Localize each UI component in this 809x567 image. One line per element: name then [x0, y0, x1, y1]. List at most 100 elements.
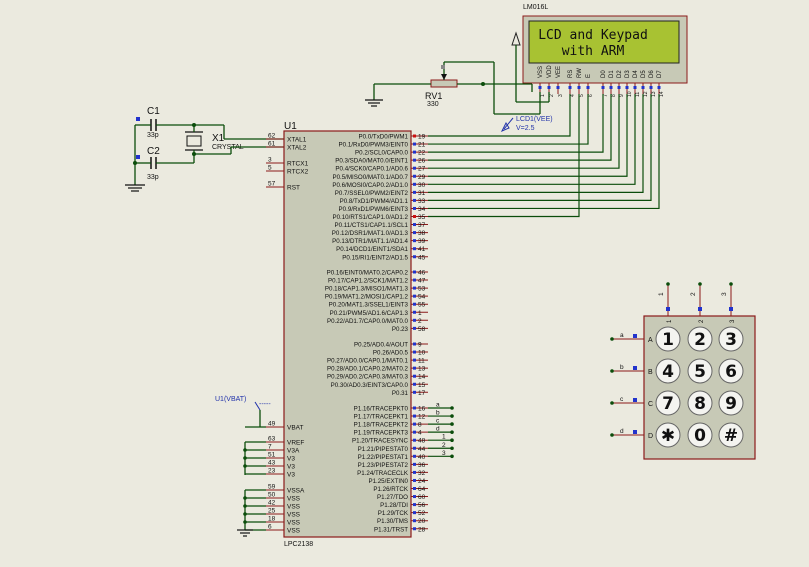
- u1-right-pin-marker[interactable]: [413, 318, 416, 322]
- u1-right-pin-marker[interactable]: [413, 511, 416, 515]
- u1-right-pin-marker[interactable]: [413, 350, 416, 354]
- lcd-pin-marker[interactable]: [633, 86, 637, 89]
- lcd-pin-marker[interactable]: [547, 86, 551, 89]
- u1-right-pin-marker[interactable]: [413, 142, 416, 146]
- keypad-key[interactable]: [687, 358, 713, 384]
- u1-right-pin-marker[interactable]: [413, 374, 416, 378]
- u1-right-pin-marker[interactable]: [413, 382, 416, 386]
- potentiometer-rv1[interactable]: RV1 330: [425, 62, 458, 108]
- mcu-u1[interactable]: U1 LPC2138 62XTAL161XTAL23RTCX15RTCX257R…: [245, 121, 428, 548]
- keypad-row-marker[interactable]: [633, 334, 637, 338]
- keypad-col-marker[interactable]: [666, 307, 670, 311]
- keypad-key[interactable]: [655, 390, 681, 416]
- lcd-pin-marker[interactable]: [601, 86, 605, 89]
- keypad-key[interactable]: [687, 422, 713, 448]
- capacitor-c1[interactable]: C1 33p: [136, 106, 160, 139]
- u1-right-pin-marker[interactable]: [413, 462, 416, 466]
- lcd-pin-marker[interactable]: [649, 86, 653, 89]
- u1-right-pin-marker[interactable]: [413, 286, 416, 290]
- lcd-pin-marker[interactable]: [538, 86, 542, 89]
- u1-right-pin-marker[interactable]: [413, 503, 416, 507]
- u1-right-pin-marker[interactable]: [413, 150, 416, 154]
- keypad-row-marker[interactable]: [633, 366, 637, 370]
- keypad-row-marker[interactable]: [633, 430, 637, 434]
- u1-right-pin-marker[interactable]: [413, 454, 416, 458]
- keypad-key[interactable]: [718, 326, 744, 352]
- u1-right-pin-marker[interactable]: [413, 166, 416, 170]
- u1-right-pin-marker[interactable]: [413, 158, 416, 162]
- lcd-pin-marker[interactable]: [617, 86, 621, 89]
- u1-right-pin-marker[interactable]: [413, 414, 416, 418]
- lcd-pin-marker[interactable]: [577, 86, 581, 89]
- u1-right-pin-marker[interactable]: [413, 294, 416, 298]
- u1-right-pin-marker[interactable]: [413, 527, 416, 531]
- lcd-pin-marker[interactable]: [657, 86, 661, 89]
- keypad-key[interactable]: [655, 326, 681, 352]
- u1-right-pin-marker[interactable]: [413, 470, 416, 474]
- keypad-key[interactable]: [687, 390, 713, 416]
- keypad-key[interactable]: [655, 358, 681, 384]
- lcd-pin-marker[interactable]: [586, 86, 590, 89]
- lcd-module[interactable]: LM016L LCD and Keypad with ARM VSS1VDD2V…: [522, 4, 688, 97]
- u1-right-pin-marker[interactable]: [413, 519, 416, 523]
- u1-right-pin-marker[interactable]: [413, 358, 416, 362]
- vee-voltage-probe[interactable]: LCD1(VEE) V=2.5: [500, 116, 553, 132]
- lcd-pin-number: 12: [643, 91, 649, 97]
- keypad-key[interactable]: [718, 358, 744, 384]
- u1-right-pin-marker[interactable]: [413, 326, 416, 330]
- u1-right-pin-marker[interactable]: [413, 247, 416, 251]
- keypad-key[interactable]: [687, 326, 713, 352]
- u1-right-pin-name: P0.1/RxD0/PWM3/EINT0: [339, 142, 409, 149]
- u1-right-pin-marker[interactable]: [413, 206, 416, 210]
- lcd-pin-marker[interactable]: [641, 86, 645, 89]
- u1-right-pin-marker[interactable]: [413, 430, 416, 434]
- u1-right-pin-name: P0.13/DTR1/MAT1.1/AD1.4: [332, 238, 408, 245]
- keypad-row-marker[interactable]: [633, 398, 637, 402]
- lcd-pin-marker[interactable]: [556, 86, 560, 89]
- u1-right-pin-marker[interactable]: [413, 255, 416, 259]
- u1-right-pin-number: 37: [418, 222, 426, 229]
- u1-right-pin-marker[interactable]: [413, 239, 416, 243]
- u1-right-pin-marker[interactable]: [413, 342, 416, 346]
- lcd-pin-marker[interactable]: [609, 86, 613, 89]
- u1-right-pin-marker[interactable]: [413, 302, 416, 306]
- u1-right-pin-marker[interactable]: [413, 198, 416, 202]
- u1-right-pin-marker[interactable]: [413, 406, 416, 410]
- u1-left-pin-number: 63: [268, 436, 276, 443]
- u1-right-pin-marker[interactable]: [413, 174, 416, 178]
- u1-right-pin-marker[interactable]: [413, 310, 416, 314]
- u1-right-pin-marker[interactable]: [413, 446, 416, 450]
- crystal-x1[interactable]: X1 CRYSTAL: [185, 131, 244, 151]
- u1-left-pin-name: VSS: [287, 520, 301, 527]
- u1-right-pin-number: 9: [418, 342, 422, 349]
- vbat-voltage-probe[interactable]: U1(VBAT) -----: [215, 396, 271, 427]
- u1-right-pin-marker[interactable]: [413, 438, 416, 442]
- lcd-pin-marker[interactable]: [568, 86, 572, 89]
- u1-right-pin-marker[interactable]: [413, 390, 416, 394]
- u1-right-pin-marker[interactable]: [413, 487, 416, 490]
- u1-right-pin-marker[interactable]: [413, 278, 416, 282]
- u1-right-pin-marker[interactable]: [413, 270, 416, 274]
- u1-left-pin-number: 42: [268, 500, 276, 507]
- u1-right-pin-marker[interactable]: [413, 495, 416, 499]
- u1-right-pin-marker[interactable]: [413, 478, 416, 482]
- u1-right-pin-marker[interactable]: [413, 182, 416, 186]
- u1-right-pin-marker[interactable]: [413, 223, 416, 227]
- keypad-key[interactable]: [718, 422, 744, 448]
- u1-right-pin-marker[interactable]: [413, 215, 416, 218]
- keypad-col-marker[interactable]: [729, 307, 733, 311]
- u1-right-pin-name: P1.22/PIPESTAT1: [358, 454, 409, 461]
- u1-right-pin-marker[interactable]: [413, 366, 416, 370]
- u1-right-pin-marker[interactable]: [413, 134, 416, 138]
- keypad-key[interactable]: [655, 422, 681, 448]
- u1-right-pin-marker[interactable]: [413, 190, 416, 194]
- u1-right-pin-marker[interactable]: [413, 231, 416, 235]
- keypad-col-marker[interactable]: [698, 307, 702, 311]
- u1-right-pin-marker[interactable]: [413, 422, 416, 426]
- lcd-pin-marker[interactable]: [625, 86, 629, 89]
- keypad-key[interactable]: [718, 390, 744, 416]
- u1-right-pin-number: 22: [418, 150, 426, 157]
